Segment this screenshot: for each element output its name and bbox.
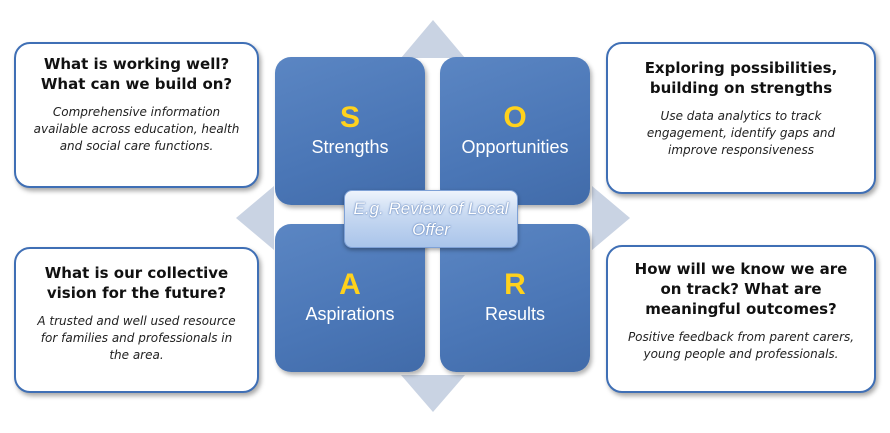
- arrow-down: [401, 375, 465, 412]
- tile-word: Results: [484, 304, 546, 324]
- tile-aspirations: A Aspirations: [275, 224, 425, 372]
- tile-word: Aspirations: [305, 304, 395, 324]
- box-heading: What is working well? What can we build …: [40, 55, 233, 93]
- arrow-up: [401, 20, 465, 58]
- tile-letter: A: [339, 268, 361, 301]
- box-body: Positive feedback from parent carers, yo…: [627, 330, 855, 361]
- tile-word: Strengths: [311, 137, 389, 157]
- box-meaningful-outcomes: How will we know we are on track? What a…: [606, 245, 876, 393]
- tile-letter: S: [339, 101, 360, 134]
- tile-word: Opportunities: [461, 137, 569, 157]
- box-body: A trusted and well used resource for fam…: [37, 314, 236, 362]
- tile-results: R Results: [440, 224, 590, 372]
- tile-strengths: S Strengths: [275, 57, 425, 205]
- box-collective-vision: What is our collective vision for the fu…: [14, 247, 259, 393]
- box-exploring-possibilities: Exploring possibilities, building on str…: [606, 42, 876, 194]
- box-heading: Exploring possibilities, building on str…: [644, 59, 838, 97]
- box-body: Use data analytics to track engagement, …: [646, 109, 836, 157]
- box-body: Comprehensive information available acro…: [33, 105, 240, 153]
- arrow-right: [592, 186, 630, 250]
- arrow-left: [236, 186, 274, 250]
- box-working-well: What is working well? What can we build …: [14, 42, 259, 188]
- box-heading: How will we know we are on track? What a…: [634, 260, 848, 318]
- tile-letter: O: [503, 101, 527, 134]
- center-label: E.g. Review of Local Offer: [344, 190, 518, 248]
- tile-opportunities: O Opportunities: [440, 57, 590, 205]
- box-heading: What is our collective vision for the fu…: [44, 264, 229, 302]
- tile-letter: R: [504, 268, 526, 301]
